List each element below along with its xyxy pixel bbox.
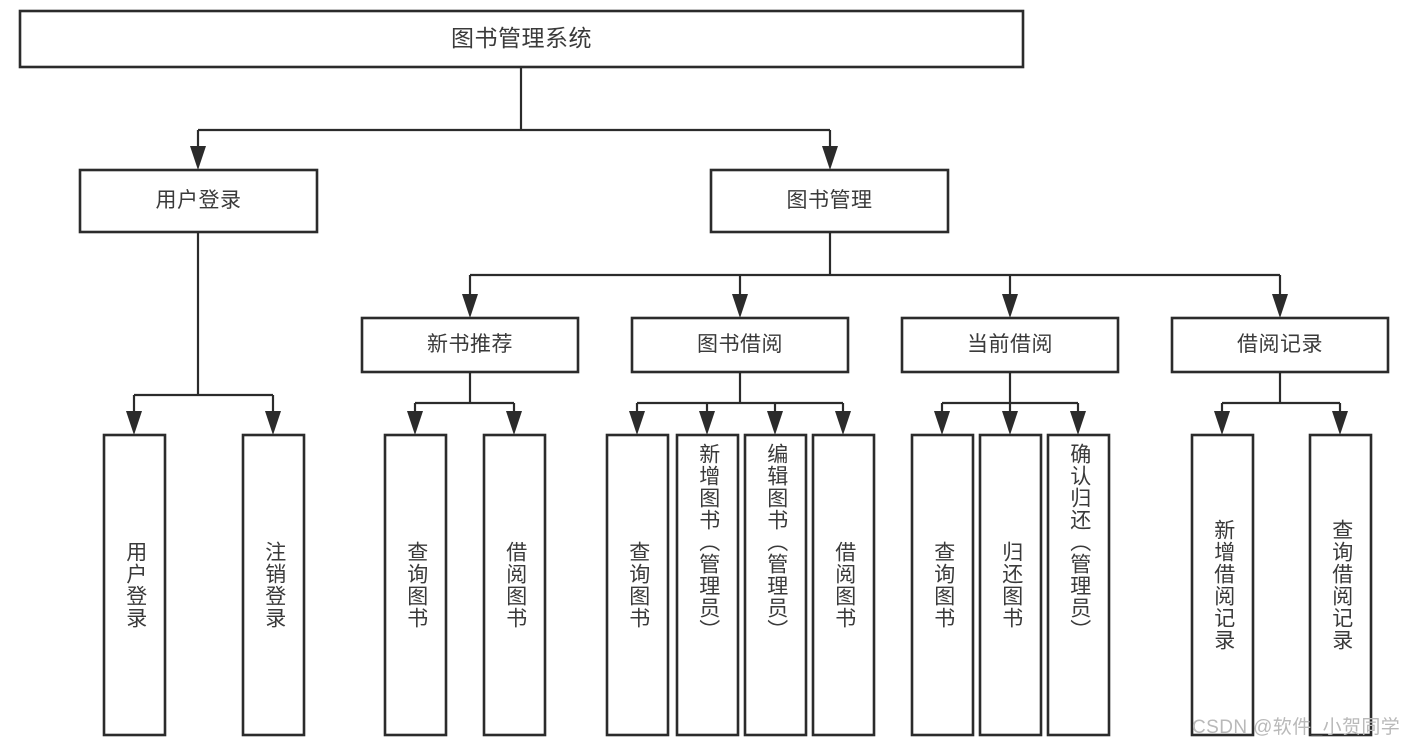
arrow-head-icon — [822, 146, 838, 170]
arrow-head-icon — [1070, 411, 1086, 435]
node-box-leaf-query-record[interactable] — [1308, 433, 1373, 737]
arrow-head-icon — [767, 411, 783, 435]
node-box-leaf-return-book[interactable] — [978, 433, 1043, 737]
node-box-book-management[interactable] — [709, 168, 950, 234]
connector-borrowrecord-to-leaves — [1214, 372, 1348, 435]
arrow-head-icon — [699, 411, 715, 435]
arrow-head-icon — [407, 411, 423, 435]
node-box-leaf-query-book-1[interactable] — [383, 433, 448, 737]
csdn-watermark: CSDN @软件_小贺同学 — [1192, 717, 1401, 738]
node-box-book-borrow[interactable] — [630, 316, 850, 374]
arrow-head-icon — [934, 411, 950, 435]
arrow-head-icon — [190, 146, 206, 170]
node-box-new-book-recommend[interactable] — [360, 316, 580, 374]
node-box-current-borrow[interactable] — [900, 316, 1120, 374]
arrow-head-icon — [835, 411, 851, 435]
arrow-head-icon — [462, 294, 478, 318]
arrow-head-icon — [1002, 294, 1018, 318]
connector-userlogin-to-leaves — [126, 232, 281, 435]
node-box-leaf-query-book-2[interactable] — [605, 433, 670, 737]
node-box-borrow-record[interactable] — [1170, 316, 1390, 374]
arrow-head-icon — [629, 411, 645, 435]
connector-bookborrow-to-leaves — [629, 372, 851, 435]
arrow-head-icon — [126, 411, 142, 435]
arrow-head-icon — [732, 294, 748, 318]
connector-root-to-level2 — [190, 67, 838, 170]
connector-newbook-to-leaves — [407, 372, 522, 435]
arrow-head-icon — [1272, 294, 1288, 318]
node-box-leaf-borrow-book-2[interactable] — [811, 433, 876, 737]
connector-currentborrow-to-leaves — [934, 372, 1086, 435]
arrow-head-icon — [265, 411, 281, 435]
node-box-root[interactable] — [18, 9, 1025, 69]
connector-bookmgmt-to-level3 — [462, 232, 1288, 318]
node-box-leaf-edit-book[interactable] — [743, 433, 808, 737]
arrow-head-icon — [1002, 411, 1018, 435]
node-box-leaf-borrow-book-1[interactable] — [482, 433, 547, 737]
node-box-leaf-add-record[interactable] — [1190, 433, 1255, 737]
arrow-head-icon — [1214, 411, 1230, 435]
node-box-leaf-logout-login[interactable] — [241, 433, 306, 737]
arrow-head-icon — [506, 411, 522, 435]
node-box-leaf-query-book-3[interactable] — [910, 433, 975, 737]
node-box-leaf-confirm-return[interactable] — [1046, 433, 1111, 737]
node-box-leaf-add-book[interactable] — [675, 433, 740, 737]
node-box-leaf-user-login[interactable] — [102, 433, 167, 737]
node-box-user-login[interactable] — [78, 168, 319, 234]
arrow-head-icon — [1332, 411, 1348, 435]
